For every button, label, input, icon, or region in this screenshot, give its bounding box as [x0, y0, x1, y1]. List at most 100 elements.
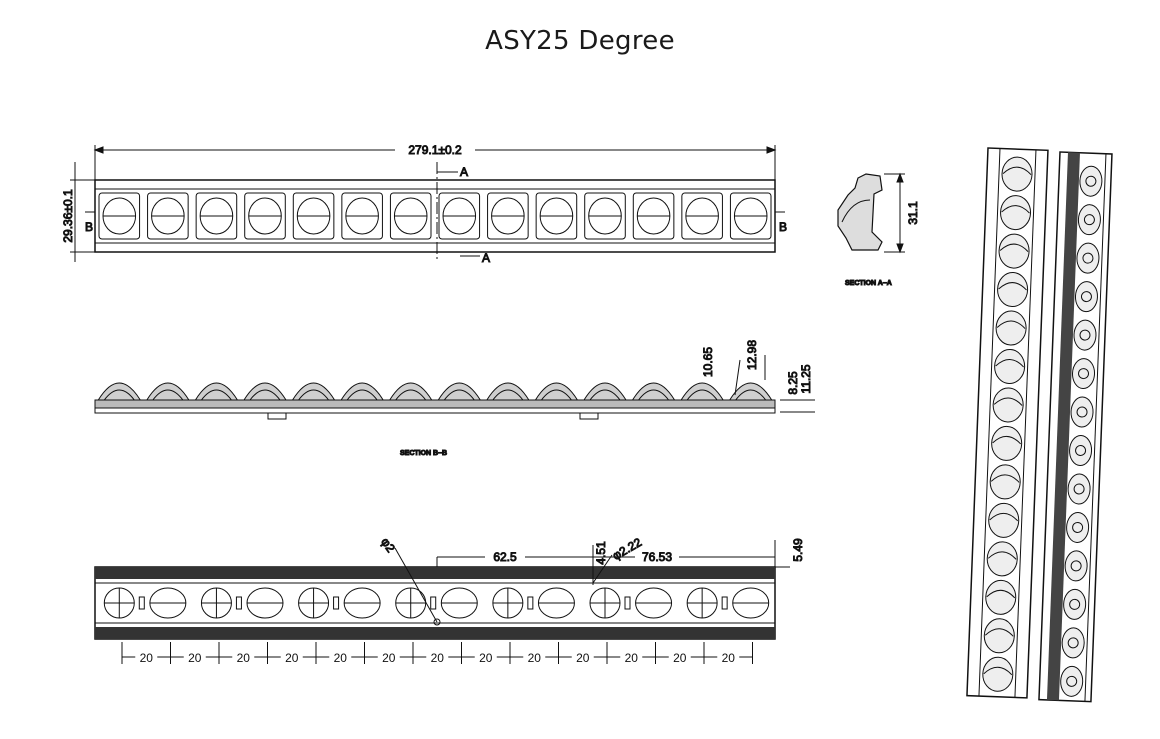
lens-cell	[292, 192, 335, 240]
lens-dome	[583, 382, 627, 401]
pitch-label-bg	[474, 650, 497, 664]
hole-1-dim: φ2	[378, 535, 398, 555]
iso-lens	[991, 425, 1023, 461]
iso-lens	[995, 310, 1027, 346]
lens-dome-inner	[201, 389, 232, 401]
pitch-label-bg	[183, 650, 206, 664]
lens-cell	[535, 192, 578, 240]
iso-lens	[1001, 156, 1033, 192]
pitch-dim-label: 20	[382, 651, 396, 665]
pitch-dim-label: 20	[576, 651, 590, 665]
lens-dome-inner	[638, 389, 669, 401]
iso-lens	[985, 579, 1017, 615]
iso-lens-arc	[989, 512, 1019, 522]
led-pad	[138, 596, 145, 610]
page-title: ASY25 Degree	[485, 26, 675, 56]
lens-dome	[631, 382, 676, 401]
lens-cell	[147, 192, 189, 240]
lens-dome	[243, 382, 287, 401]
pitch-dim-label: 20	[673, 651, 687, 665]
iso-led	[1082, 252, 1094, 264]
pitch-dim-label: 20	[237, 651, 251, 665]
iso-led	[1085, 175, 1097, 187]
iso-lens-arc	[986, 589, 1016, 599]
iso-lens	[994, 348, 1026, 384]
pitch-label-bg	[426, 650, 449, 664]
iso-lens	[1076, 242, 1100, 274]
iso-led	[1080, 291, 1092, 303]
lens-dome-inner	[346, 389, 378, 401]
led-pad	[624, 596, 631, 610]
lens-dome	[194, 382, 239, 401]
pitch-dim-label: 20	[431, 651, 445, 665]
pitch-dim-label: 20	[188, 651, 202, 665]
iso-lens-arc	[990, 474, 1020, 483]
bottom-dim-1: 62.5	[493, 550, 517, 564]
iso-lens-arc	[984, 628, 1014, 637]
iso-led	[1078, 368, 1090, 380]
iso-lens-arc	[998, 282, 1027, 291]
iso-lens	[997, 272, 1029, 308]
iso-lens-arc	[992, 435, 1022, 445]
section-a-height-dim: 31.1	[906, 201, 920, 225]
top-view: 279.1±0.2 29.36±0.1 B B A A	[61, 143, 788, 266]
iso-led	[1070, 560, 1082, 572]
iso-lens	[982, 656, 1014, 692]
pitch-label-bg	[620, 650, 643, 664]
pitch-dim-label: 20	[140, 651, 154, 665]
iso-led	[1079, 329, 1091, 341]
section-a-label: SECTION A–A	[845, 280, 892, 287]
bottom-dim-3: 76.53	[642, 550, 672, 564]
iso-view-right	[1038, 151, 1113, 703]
pitch-label-bg	[135, 650, 158, 664]
lens-cell	[632, 192, 675, 240]
iso-lens-arc	[1001, 205, 1030, 214]
iso-lens	[1063, 588, 1087, 620]
iso-lens	[1061, 627, 1085, 659]
lens-dome-inner	[249, 389, 281, 401]
pitch-label-bg	[280, 650, 303, 664]
lens-dome-inner	[152, 389, 184, 401]
lens-cell	[584, 192, 626, 240]
iso-lens	[992, 387, 1024, 423]
lens-dome	[680, 382, 725, 401]
top-width-dim: 29.36±0.1	[61, 189, 75, 243]
pitch-label-bg	[523, 650, 546, 664]
iso-lens	[1077, 204, 1101, 236]
iso-led	[1067, 637, 1079, 649]
iso-led	[1072, 521, 1084, 533]
iso-led	[1075, 445, 1087, 457]
lens-dome-inner	[103, 389, 135, 401]
lens-dome	[291, 382, 336, 401]
iso-lens-arc	[983, 666, 1013, 676]
pitch-label-bg	[668, 650, 691, 664]
lens-dome	[340, 382, 385, 401]
lens-cell	[487, 192, 529, 240]
pitch-label-bg	[377, 650, 400, 664]
pitch-label-bg	[571, 650, 594, 664]
led-pad	[527, 596, 534, 610]
lens-dome-inner	[589, 389, 621, 401]
section-b-dim-3: 8.25	[786, 371, 800, 395]
lens-dome	[728, 382, 773, 401]
section-b-dim-2: 12.98	[745, 340, 759, 370]
pitch-dim-label: 20	[285, 651, 299, 665]
section-b-dim-4: 11.25	[799, 364, 813, 393]
iso-lens-arc	[993, 397, 1023, 406]
lens-dome	[485, 382, 530, 401]
lens-cell	[389, 192, 432, 240]
led-pad	[721, 596, 728, 610]
iso-lens	[1060, 665, 1084, 697]
lens-dome-inner	[492, 389, 524, 401]
lens-cell	[341, 192, 383, 240]
lens-cell	[681, 192, 723, 240]
iso-lens	[1069, 435, 1093, 467]
lens-dome	[97, 382, 142, 401]
iso-lens	[1073, 319, 1097, 351]
bottom-dim-4: 5.49	[791, 538, 805, 562]
iso-lens	[1070, 396, 1094, 428]
iso-led	[1069, 598, 1081, 610]
iso-view-left	[966, 147, 1049, 699]
